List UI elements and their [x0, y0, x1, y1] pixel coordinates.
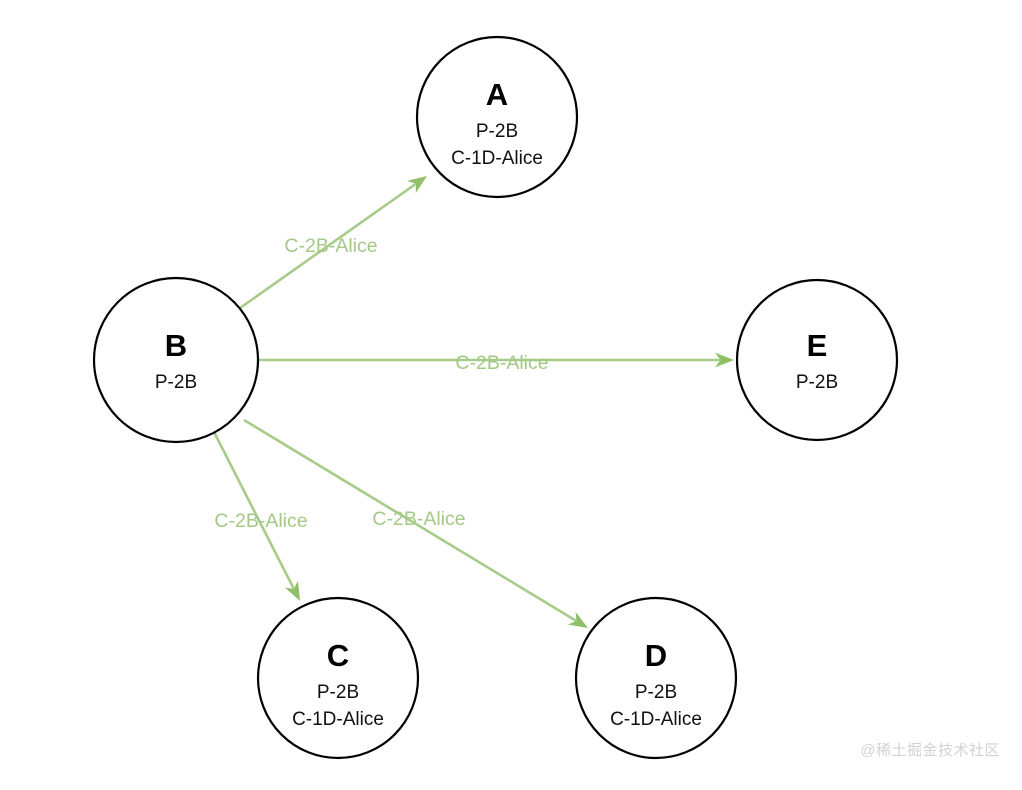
edge-label-b-to-d: C-2B-Alice	[372, 508, 465, 530]
node-detail-line: P-2B	[317, 682, 359, 703]
node-title: E	[807, 328, 828, 363]
nodes-layer: AP-2BC-1D-AliceBP-2BCP-2BC-1D-AliceDP-2B…	[92, 35, 899, 760]
node-b[interactable]: B P-2B	[92, 276, 260, 444]
node-detail-line: C-1D-Alice	[292, 709, 384, 730]
arrowhead-icon	[284, 580, 300, 601]
edges-layer	[212, 176, 734, 628]
node-detail-line: C-1D-Alice	[451, 148, 543, 169]
edge-label-b-to-a: C-2B-Alice	[284, 235, 377, 257]
node-detail-line: P-2B	[155, 372, 197, 393]
edge-b-to-c	[212, 431, 300, 601]
edge-b-to-e	[259, 352, 734, 368]
node-title: C	[327, 638, 349, 673]
node-detail-line: P-2B	[796, 372, 838, 393]
node-detail-line: P-2B	[635, 682, 677, 703]
node-circle[interactable]	[415, 35, 579, 199]
arrowhead-icon	[715, 352, 734, 368]
edge-label-b-to-e: C-2B-Alice	[455, 352, 548, 374]
edge-shaft	[239, 183, 417, 310]
node-a[interactable]: A P-2B C-1D-Alice	[415, 35, 579, 199]
edge-label-b-to-c: C-2B-Alice	[214, 510, 307, 532]
node-detail-line: C-1D-Alice	[610, 709, 702, 730]
node-detail-line: P-2B	[476, 121, 518, 142]
node-title: B	[165, 328, 187, 363]
node-c[interactable]: C P-2B C-1D-Alice	[256, 596, 420, 760]
arrowhead-icon	[407, 176, 427, 194]
node-e[interactable]: E P-2B	[735, 278, 899, 442]
edge-shaft	[243, 418, 577, 622]
edge-b-to-d	[243, 418, 588, 628]
watermark-text: @稀土掘金技术社区	[860, 742, 1000, 759]
node-title: A	[486, 77, 508, 112]
node-circle[interactable]	[735, 278, 899, 442]
node-d[interactable]: D P-2B C-1D-Alice	[574, 596, 738, 760]
edge-b-to-a	[239, 176, 427, 310]
node-circle[interactable]	[574, 596, 738, 760]
edge-shaft	[212, 431, 295, 590]
arrowhead-icon	[567, 611, 588, 628]
node-title: D	[645, 638, 667, 673]
node-circle[interactable]	[256, 596, 420, 760]
node-circle[interactable]	[92, 276, 260, 444]
